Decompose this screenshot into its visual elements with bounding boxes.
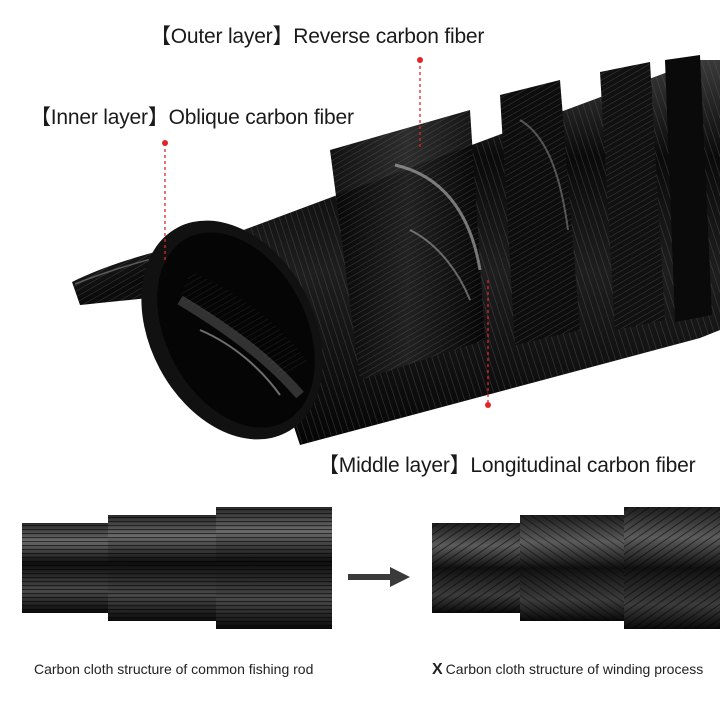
rod-opening (141, 220, 323, 440)
winding-rod-illustration (432, 507, 720, 629)
common-rod-caption: Carbon cloth structure of common fishing… (34, 661, 314, 677)
outer-layer-text: Reverse carbon fiber (293, 25, 485, 48)
inner-layer-text: Oblique carbon fiber (168, 106, 354, 129)
carbon-rod-layers-illustration (72, 55, 720, 445)
inner-layer-bracket: 【Inner layer】 (30, 106, 169, 129)
outer-bands (330, 55, 712, 380)
middle-layer-text: Longitudinal carbon fiber (470, 454, 696, 477)
common-rod-illustration (22, 507, 332, 629)
outer-layer-label: 【Outer layer】Reverse carbon fiber (150, 20, 484, 50)
winding-mark: X (432, 661, 443, 678)
inner-layer-label: 【Inner layer】Oblique carbon fiber (30, 101, 354, 131)
right-arrow-icon (348, 567, 410, 587)
middle-layer-bracket: 【Middle layer】 (318, 454, 471, 477)
leader-lines (162, 57, 491, 408)
outer-layer-bracket: 【Outer layer】 (150, 25, 294, 48)
winding-caption-text: Carbon cloth structure of winding proces… (445, 661, 704, 677)
middle-layer-label: 【Middle layer】Longitudinal carbon fiber (318, 449, 696, 479)
